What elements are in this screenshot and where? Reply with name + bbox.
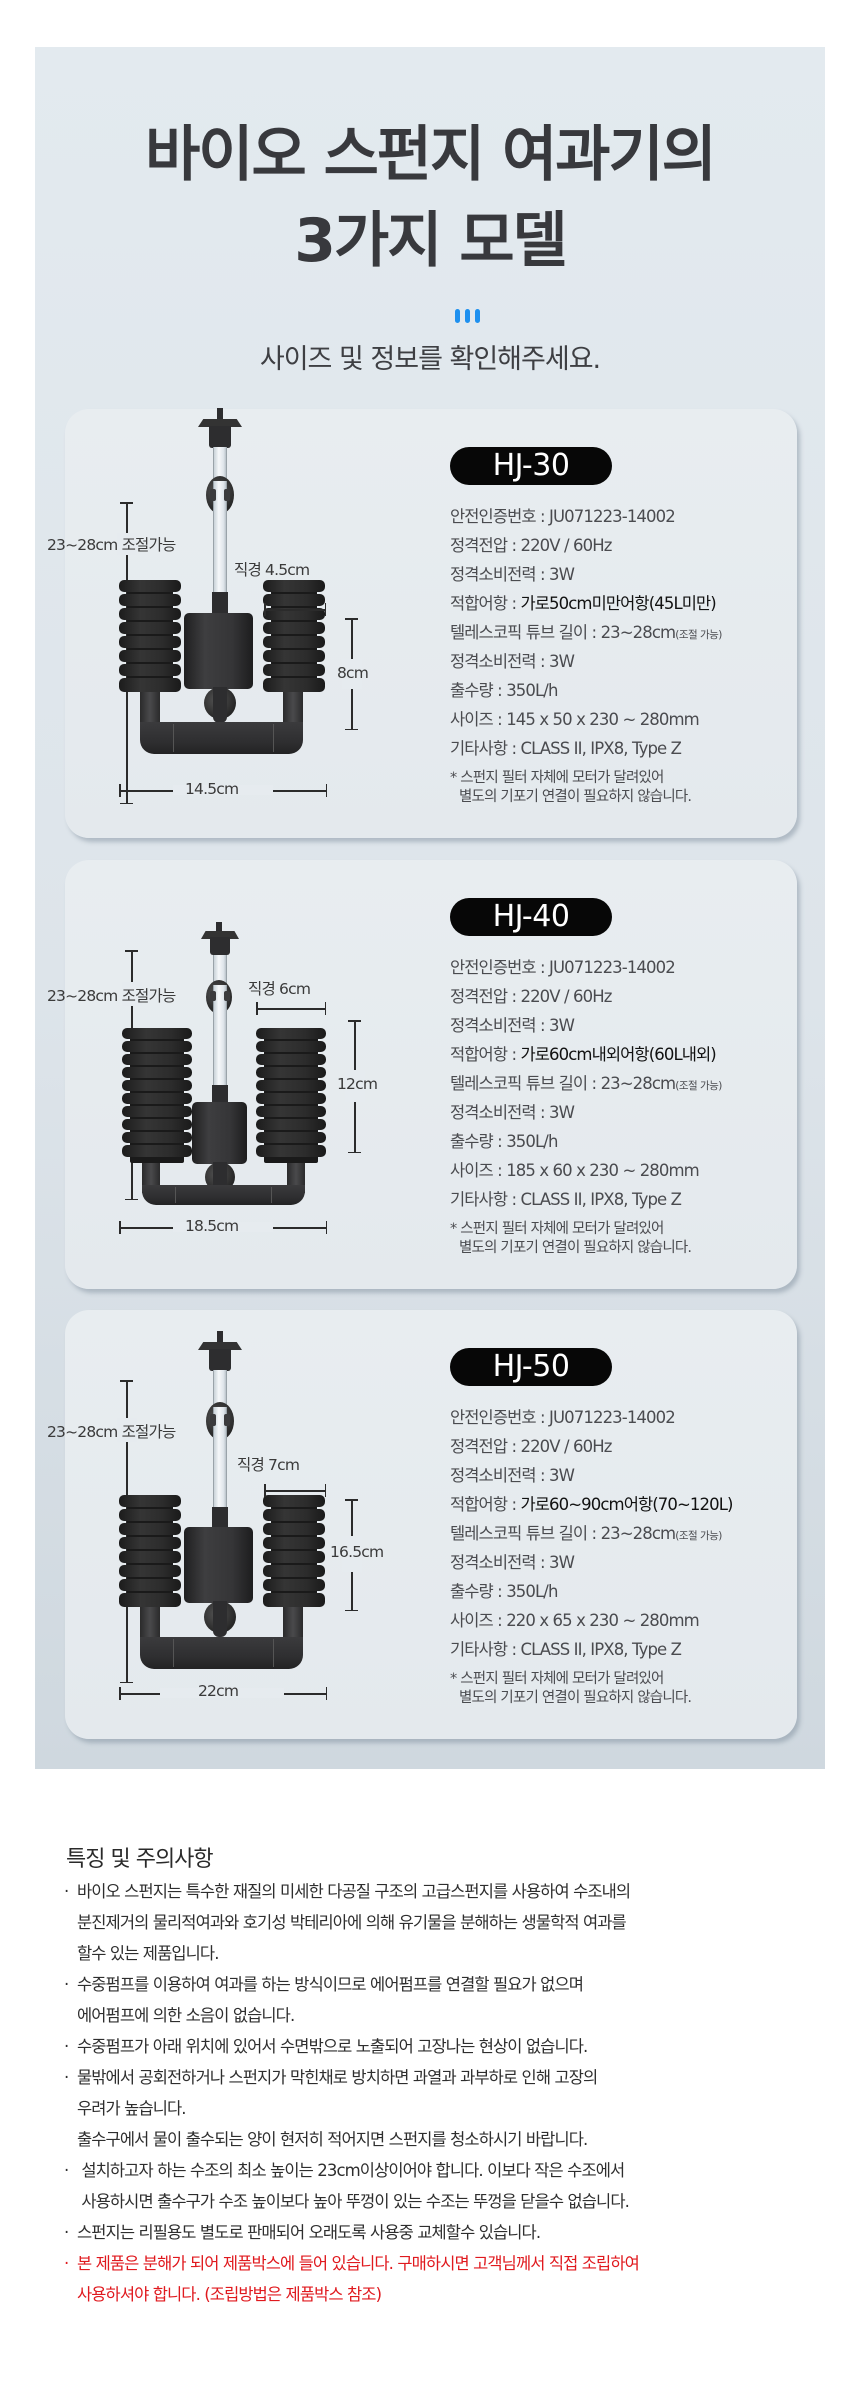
sponge-right [256, 1028, 326, 1163]
diameter-dimension-line [264, 1485, 326, 1496]
spec-line: 사이즈 : 145 x 50 x 230 ~ 280mm [450, 710, 700, 729]
sponge-height-label: 12cm [337, 1075, 378, 1093]
models-panel: 바이오 스펀지 여과기의 3가지 모델 사이즈 및 정보를 확인해주세요. 23… [35, 47, 825, 1769]
sponge-height-label: 8cm [337, 664, 369, 682]
model-badge: HJ-50 [450, 1348, 612, 1386]
page-title: 바이오 스펀지 여과기의 3가지 모델 [35, 112, 825, 284]
spec-line: 기타사항 : CLASS II, IPX8, Type Z [450, 1640, 682, 1659]
model-card-hj40: 23~28cm 조절가능 [47, 860, 797, 1289]
diameter-dimension-line [264, 604, 326, 615]
spec-line: 텔레스코픽 튜브 길이 : 23~28cm(조절 가능) [450, 1524, 722, 1543]
spec-line: 출수량 : 350L/h [450, 1132, 558, 1151]
width-label: 18.5cm [185, 1217, 239, 1235]
spec-line: 정격소비전력 : 3W [450, 1103, 575, 1122]
filter-base [140, 722, 303, 754]
pump-motor [184, 613, 253, 689]
spec-line: 사이즈 : 185 x 60 x 230 ~ 280mm [450, 1161, 700, 1180]
spec-line-tank: 적합어항 : 가로50cm미만어항(45L미만) [450, 594, 717, 613]
spec-note: * 스펀지 필터 자체에 모터가 달려있어 [450, 1671, 664, 1687]
spec-line: 정격소비전력 : 3W [450, 1016, 575, 1035]
title-line-1: 바이오 스펀지 여과기의 [145, 120, 717, 190]
width-label: 14.5cm [185, 780, 239, 798]
diameter-label: 직경 7cm [237, 1456, 300, 1474]
spec-line: 정격소비전력 : 3W [450, 1466, 575, 1485]
note-item: · 물밖에서 공회전하거나 스펀지가 막힌채로 방치하면 과열과 과부하로 인해… [64, 2068, 598, 2149]
model-badge: HJ-40 [450, 898, 612, 936]
spec-line: 기타사항 : CLASS II, IPX8, Type Z [450, 739, 682, 758]
diameter-dimension-line [256, 1003, 326, 1014]
spec-note: * 스펀지 필터 자체에 모터가 달려있어 [450, 770, 664, 786]
spec-note: * 스펀지 필터 자체에 모터가 달려있어 [450, 1221, 664, 1237]
spec-line: 정격소비전력 : 3W [450, 1553, 575, 1572]
spec-line: 정격소비전력 : 3W [450, 565, 575, 584]
spec-line: 출수량 : 350L/h [450, 1582, 558, 1601]
model-card-hj30: 23~28cm 조절가능 [47, 408, 797, 838]
spec-line: 사이즈 : 220 x 65 x 230 ~ 280mm [450, 1611, 700, 1630]
diameter-label: 직경 6cm [248, 980, 311, 998]
spec-note: 별도의 기포기 연결이 필요하지 않습니다. [459, 1240, 692, 1256]
pump-motor [184, 1527, 253, 1603]
product-graphic: 23~28cm 조절가능 [47, 408, 435, 838]
sponge-right [263, 580, 325, 692]
sponge-left [119, 580, 181, 692]
note-item: · 설치하고자 하는 수조의 최소 높이는 23cm이상이어야 합니다. 이보다… [64, 2161, 630, 2211]
spec-note: 별도의 기포기 연결이 필요하지 않습니다. [459, 1690, 692, 1706]
sponge-height-label: 16.5cm [330, 1543, 384, 1561]
filter-base [142, 1185, 305, 1205]
spec-line: 기타사항 : CLASS II, IPX8, Type Z [450, 1190, 682, 1209]
spec-line: 정격소비전력 : 3W [450, 652, 575, 671]
spec-line-tank: 적합어항 : 가로60~90cm어항(70~120L) [450, 1495, 733, 1514]
model-card-hj50: 23~28cm 조절가능 [47, 1310, 797, 1739]
spec-line: 정격전압 : 220V / 60Hz [450, 536, 612, 555]
spec-line: 정격전압 : 220V / 60Hz [450, 987, 612, 1006]
model-badge: HJ-30 [450, 447, 612, 485]
note-item-warning: · 본 제품은 분해가 되어 제품박스에 들어 있습니다. 구매하시면 고객님께… [64, 2254, 640, 2304]
spec-line: 안전인증번호 : JU071223-14002 [450, 958, 676, 977]
note-item: · 바이오 스펀지는 특수한 재질의 미세한 다공질 구조의 고급스펀지를 사용… [64, 1882, 631, 1963]
sponge-right [263, 1495, 325, 1607]
filter-base [140, 1637, 303, 1669]
spec-line: 안전인증번호 : JU071223-14002 [450, 507, 676, 526]
height-label: 23~28cm 조절가능 [47, 987, 176, 1005]
page-subtitle: 사이즈 및 정보를 확인해주세요. [259, 344, 601, 375]
spec-note: 별도의 기포기 연결이 필요하지 않습니다. [459, 789, 692, 805]
notes-list: · 바이오 스펀지는 특수한 재질의 미세한 다공질 구조의 고급스펀지를 사용… [64, 1876, 824, 2310]
spec-line: 정격전압 : 220V / 60Hz [450, 1437, 612, 1456]
product-graphic: 23~28cm 조절가능 [47, 860, 435, 1289]
product-graphic: 23~28cm 조절가능 [47, 1310, 435, 1739]
spec-line: 텔레스코픽 튜브 길이 : 23~28cm(조절 가능) [450, 623, 722, 642]
diameter-label: 직경 4.5cm [234, 561, 310, 579]
title-line-2: 3가지 모델 [294, 206, 567, 276]
spec-line: 안전인증번호 : JU071223-14002 [450, 1408, 676, 1427]
pump-motor [192, 1102, 247, 1164]
height-label: 23~28cm 조절가능 [47, 536, 176, 554]
spec-line-tank: 적합어항 : 가로60cm내외어항(60L내외) [450, 1045, 717, 1064]
note-item: · 스펀지는 리필용도 별도로 판매되어 오래도록 사용중 교체할수 있습니다. [64, 2223, 541, 2242]
width-label: 22cm [198, 1682, 239, 1700]
height-label: 23~28cm 조절가능 [47, 1423, 176, 1441]
note-item: · 수중펌프를 이용하여 여과를 하는 방식이므로 에어펌프를 연결할 필요가 … [64, 1975, 584, 2025]
sponge-left [119, 1495, 181, 1607]
accent-bars-icon [452, 309, 482, 323]
note-item: · 수중펌프가 아래 위치에 있어서 수면밖으로 노출되어 고장나는 현상이 없… [64, 2037, 588, 2056]
spec-line: 출수량 : 350L/h [450, 681, 558, 700]
notes-title: 특징 및 주의사항 [66, 1847, 214, 1872]
sponge-left [122, 1028, 192, 1163]
spec-line: 텔레스코픽 튜브 길이 : 23~28cm(조절 가능) [450, 1074, 722, 1093]
